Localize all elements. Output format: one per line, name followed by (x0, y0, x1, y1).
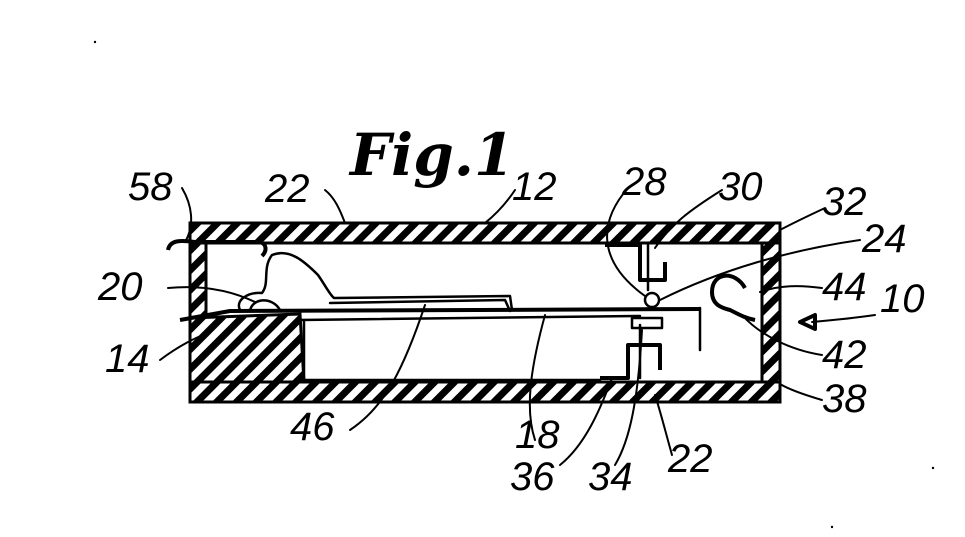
label-30: 30 (718, 165, 763, 209)
housing-bottom-wall (188, 380, 782, 404)
adhesive-blob (237, 252, 514, 312)
circuit-board (328, 298, 512, 313)
label-10: 10 (880, 277, 925, 321)
leader-28 (606, 187, 646, 297)
clip (166, 239, 268, 258)
flexible-leaf (179, 307, 701, 322)
leader-32 (779, 207, 826, 231)
leader-46 (349, 304, 426, 431)
speck (931, 466, 935, 470)
contact-point (643, 291, 661, 309)
leader-20 (167, 286, 256, 303)
base-block (188, 312, 306, 384)
housing-top-wall (188, 221, 782, 245)
leader-44 (759, 285, 823, 293)
label-46: 46 (290, 405, 335, 449)
leader-30 (654, 189, 723, 249)
leader-12 (484, 189, 516, 224)
label-24: 24 (861, 217, 907, 261)
label-20: 20 (97, 265, 143, 309)
solder-dot (248, 299, 282, 313)
leader-38 (779, 383, 823, 401)
lower-contact-bracket (600, 343, 662, 380)
leader-14 (159, 331, 211, 361)
flexible-leaf-lower (298, 314, 642, 322)
leader-42 (741, 314, 823, 356)
leader-22-bottom (654, 394, 673, 456)
label-34: 34 (588, 455, 633, 499)
label-12: 12 (512, 165, 557, 209)
label-44: 44 (822, 265, 867, 309)
actuator (710, 273, 756, 322)
label-32: 32 (822, 180, 867, 224)
leader-24 (659, 239, 861, 301)
label-42: 42 (822, 333, 867, 377)
contact-pad (630, 316, 664, 330)
lower-chamber-outline (302, 318, 602, 382)
leader-18 (528, 314, 546, 441)
upper-contact-bracket (605, 243, 667, 282)
leader-34 (614, 329, 643, 466)
label-38: 38 (822, 377, 867, 421)
housing-right-wall (760, 241, 782, 384)
figure-title: Fig.1 (348, 121, 514, 189)
speck (93, 40, 97, 44)
arrow-10 (798, 313, 817, 331)
label-58: 58 (128, 165, 173, 209)
label-36: 36 (510, 455, 555, 499)
speck (830, 525, 834, 529)
leader-22-top (324, 189, 346, 224)
leader-58 (181, 187, 193, 243)
label-14: 14 (105, 337, 150, 381)
label-28: 28 (621, 160, 667, 204)
label-18: 18 (515, 413, 560, 457)
label-22-bottom: 22 (667, 437, 713, 481)
leader-36 (559, 377, 613, 466)
housing-left-wall (188, 241, 208, 320)
label-22-top: 22 (264, 167, 310, 211)
leader-10 (811, 314, 876, 323)
